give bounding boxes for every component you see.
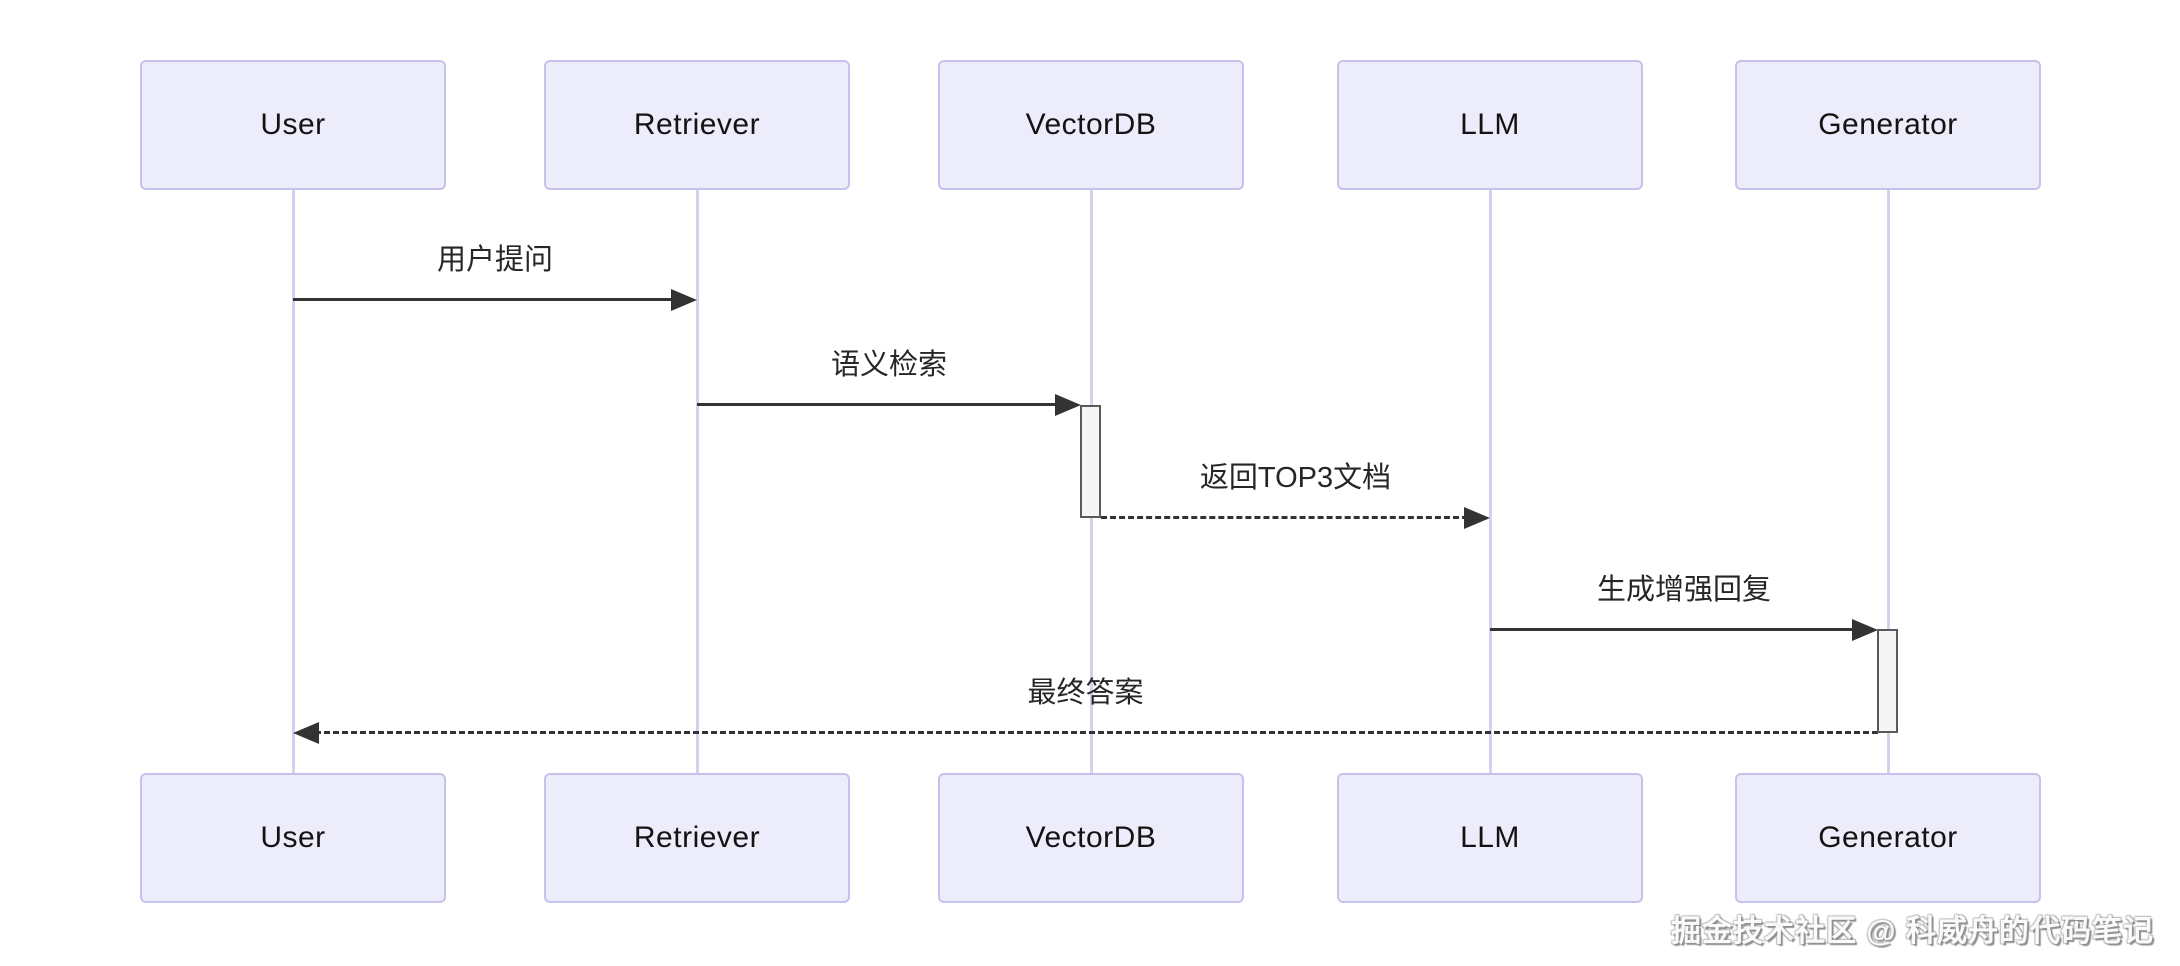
lifeline-user [291, 190, 295, 773]
actor-box-user-bottom: User [140, 773, 446, 903]
actor-box-retriever-bottom: Retriever [544, 773, 850, 903]
message-label-5: 最终答案 [1027, 677, 1144, 709]
actor-box-llm-bottom: LLM [1337, 773, 1643, 903]
actor-label: Generator [1818, 108, 1958, 141]
actor-label: Retriever [633, 821, 761, 854]
actor-box-user-top: User [140, 60, 446, 190]
arrowhead-2 [1055, 394, 1081, 416]
arrowhead-5 [293, 722, 319, 744]
lifeline-llm [1488, 190, 1492, 773]
actor-label: Retriever [633, 108, 761, 141]
message-line-4 [1490, 628, 1856, 631]
actor-label: LLM [1460, 108, 1520, 141]
arrowhead-4 [1852, 619, 1878, 641]
lifeline-retriever [695, 190, 699, 773]
message-label-3: 返回TOP3文档 [1199, 462, 1392, 494]
arrowhead-3 [1464, 507, 1490, 529]
actor-label: LLM [1460, 821, 1520, 854]
actor-label: Generator [1818, 821, 1958, 854]
actor-box-vectordb-top: VectorDB [938, 60, 1244, 190]
message-label-1: 用户提问 [436, 244, 554, 276]
watermark-text: 掘金技术社区 @ 科威舟的代码笔记 [1671, 915, 2154, 948]
message-line-3 [1101, 516, 1468, 519]
actor-label: VectorDB [1025, 108, 1157, 141]
actor-box-retriever-top: Retriever [544, 60, 850, 190]
message-line-5 [315, 731, 1878, 734]
message-label-2: 语义检索 [830, 349, 948, 381]
activation-bar-generator [1877, 629, 1898, 733]
actor-label: User [260, 108, 326, 141]
actor-label: User [260, 821, 326, 854]
message-label-4: 生成增强回复 [1596, 574, 1772, 606]
actor-box-generator-bottom: Generator [1735, 773, 2041, 903]
message-line-1 [293, 298, 675, 301]
actor-box-vectordb-bottom: VectorDB [938, 773, 1244, 903]
actor-box-generator-top: Generator [1735, 60, 2041, 190]
message-line-2 [697, 403, 1059, 406]
actor-box-llm-top: LLM [1337, 60, 1643, 190]
activation-bar-vectordb [1080, 405, 1101, 518]
actor-label: VectorDB [1025, 821, 1157, 854]
arrowhead-1 [671, 289, 697, 311]
lifeline-generator [1886, 190, 1890, 773]
